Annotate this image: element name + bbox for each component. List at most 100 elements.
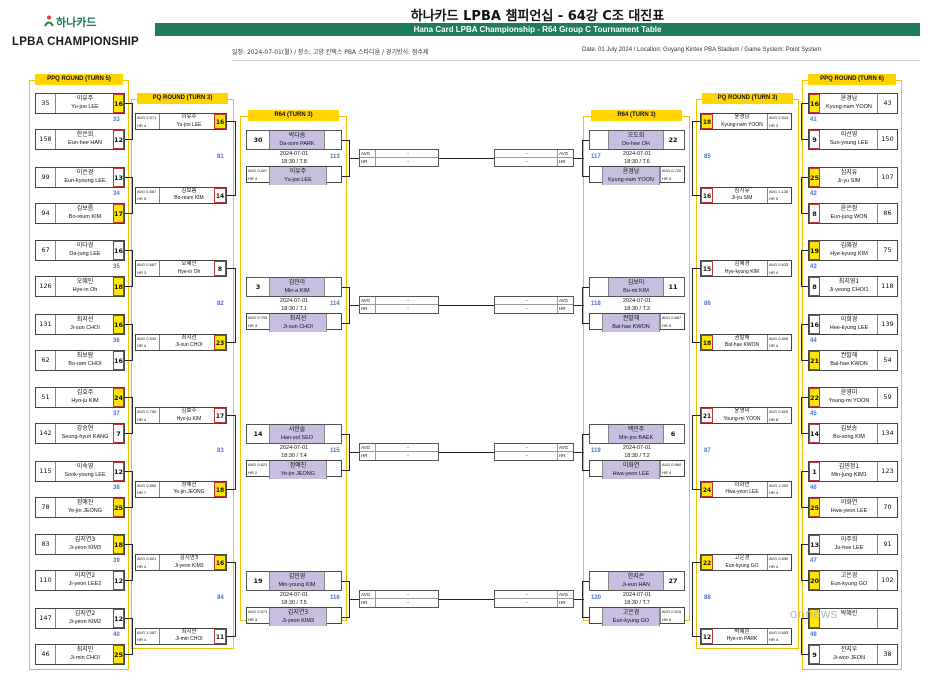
player-name-kr: 이선영	[840, 131, 858, 138]
hr-value: HR 4	[769, 637, 779, 642]
avg-label: AVG	[360, 297, 376, 305]
player-score: 16	[809, 314, 820, 334]
player-seed: 38	[877, 644, 897, 664]
player-name-kr: 최지민	[181, 628, 197, 635]
bracket-line	[801, 580, 808, 581]
match-number: 34	[113, 190, 120, 197]
hr-label: HR	[557, 305, 573, 313]
player-name-en: Bo-mi KIM	[623, 288, 649, 294]
bracket-line	[801, 139, 808, 140]
avg-value: AVG 0.533	[137, 335, 157, 341]
match-number: 35	[113, 264, 120, 270]
bracket-line	[582, 176, 589, 177]
championship-label: LPBA CHAMPIONSHIP	[12, 36, 139, 48]
avg-row: AVG-	[360, 297, 438, 305]
page-subtitle: Hana Card LPBA Championship - R64 Group …	[155, 23, 920, 36]
hr-row: HR-	[360, 305, 438, 313]
player-score: 12	[701, 628, 713, 644]
hr-value: HR 3	[248, 322, 258, 328]
player-box[interactable]: 박혜린	[808, 607, 898, 629]
player-name-kr: 권발해	[622, 315, 640, 322]
event-info-kr: 일정: 2024-07-01(월) / 장소: 고양 킨텍스 PBA 스타디움 …	[232, 49, 429, 56]
player-name-en: Hee-kyung LEE	[829, 324, 869, 331]
player-name-en: Young-mi YOON	[723, 415, 761, 422]
